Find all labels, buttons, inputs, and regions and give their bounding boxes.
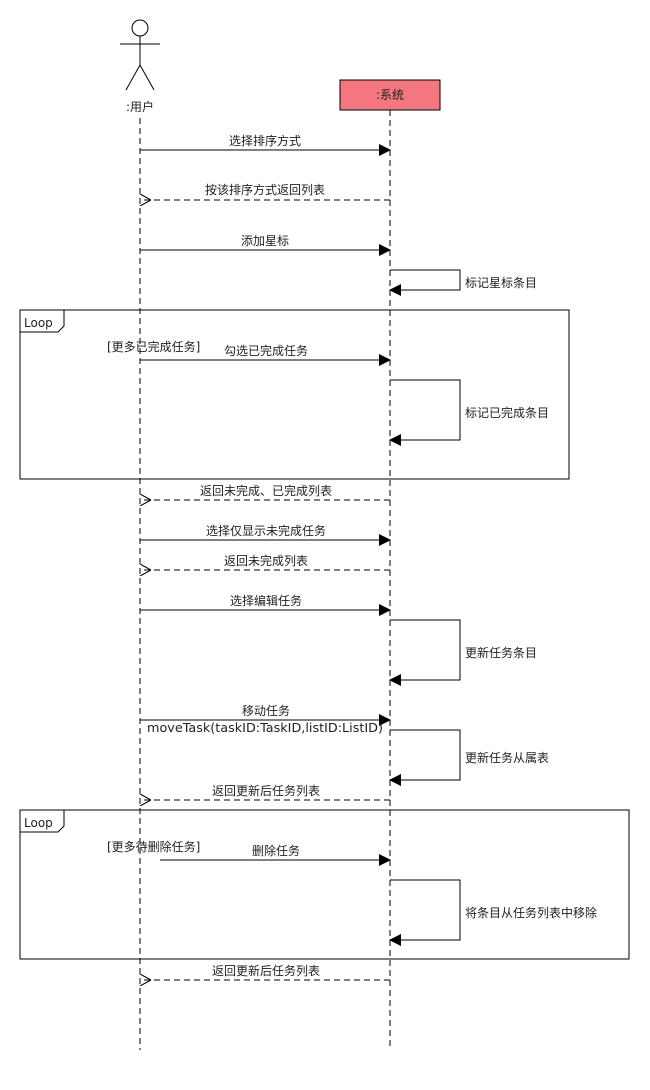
loop-frame-2: Loop [更多待删除任务] xyxy=(19,809,630,960)
message-label: 选择排序方式 xyxy=(229,133,301,148)
system-participant-box xyxy=(339,79,441,111)
loop-frame-1: Loop [更多已完成任务] xyxy=(19,309,570,480)
self-message-label: 更新任务条目 xyxy=(465,645,537,660)
message-label: 返回未完成列表 xyxy=(224,553,308,568)
self-message-label: 标记星标条目 xyxy=(465,276,537,290)
self-message-arrow xyxy=(389,879,461,946)
user-actor-label: :用户 xyxy=(126,99,154,114)
message-label: 移动任务 xyxy=(242,703,290,718)
self-message-arrow xyxy=(389,379,461,446)
user-actor-icon xyxy=(120,19,160,91)
loop-tag-2: Loop xyxy=(24,816,53,830)
message-label: 选择仅显示未完成任务 xyxy=(206,523,326,538)
message-label: 返回更新后任务列表 xyxy=(212,963,320,978)
self-message-label: 标记已完成条目 xyxy=(465,405,549,420)
system-participant-label: :系统 xyxy=(376,88,404,102)
message-label: 按该排序方式返回列表 xyxy=(205,182,325,197)
loop-guard-2: [更多待删除任务] xyxy=(107,839,200,854)
method-call-label: moveTask(taskID:TaskID,listID:ListID) xyxy=(147,721,383,735)
message-label: 添加星标 xyxy=(241,234,289,248)
message-label: 返回更新后任务列表 xyxy=(212,783,320,798)
loop-guard-1: [更多已完成任务] xyxy=(107,339,200,354)
message-label: 删除任务 xyxy=(252,843,300,858)
message-label: 选择编辑任务 xyxy=(230,593,302,608)
self-message-arrow xyxy=(389,269,461,296)
self-message-arrow xyxy=(389,729,461,786)
loop-tag-1: Loop xyxy=(24,316,53,330)
message-label: 勾选已完成任务 xyxy=(224,343,308,358)
self-message-arrow xyxy=(389,619,461,686)
self-message-label: 将条目从任务列表中移除 xyxy=(465,905,597,920)
self-message-label: 更新任务从属表 xyxy=(465,750,549,765)
message-label: 返回未完成、已完成列表 xyxy=(200,483,332,498)
